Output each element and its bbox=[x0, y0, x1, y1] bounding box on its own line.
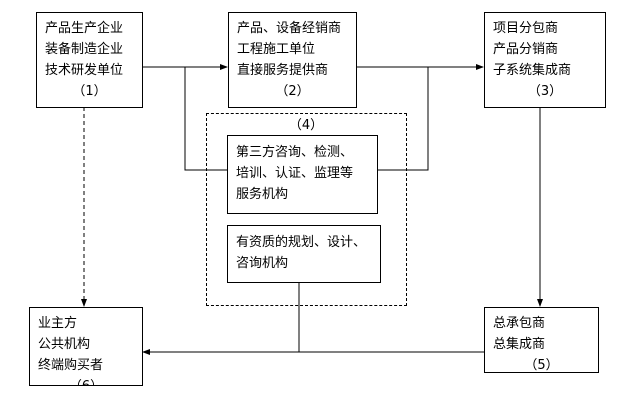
node-text: 服务机构 bbox=[236, 187, 289, 202]
node-text: 工程施工单位 bbox=[237, 42, 316, 57]
node-label: （6） bbox=[38, 376, 142, 385]
node-text: 直接服务提供商 bbox=[237, 63, 329, 78]
node-6: 业主方 公共机构 终端购买者 （6） bbox=[29, 307, 143, 386]
node-3: 项目分包商 产品分销商 子系统集成商 （3） bbox=[484, 12, 606, 108]
group-4-label: （4） bbox=[288, 118, 324, 133]
node-text: 公共机构 bbox=[38, 337, 91, 352]
group-4 bbox=[206, 113, 407, 306]
node-label: （1） bbox=[72, 84, 107, 99]
node-text: 有资质的规划、设计、 bbox=[236, 235, 367, 250]
node-text: 终端购买者 bbox=[38, 358, 104, 373]
node-text: 业主方 bbox=[38, 316, 78, 331]
node-label: （2） bbox=[275, 84, 310, 99]
node-label: （3） bbox=[527, 84, 563, 99]
node-text: 产品生产企业 bbox=[45, 21, 124, 36]
node-text: 咨询机构 bbox=[236, 256, 289, 271]
node-text: 技术研发单位 bbox=[45, 63, 124, 78]
node-text: 子系统集成商 bbox=[493, 63, 572, 78]
node-4a: 第三方咨询、检测、 培训、认证、监理等 服务机构 bbox=[227, 135, 378, 214]
node-text: 总承包商 bbox=[493, 316, 546, 331]
node-text: 项目分包商 bbox=[493, 21, 559, 36]
node-text: 第三方咨询、检测、 bbox=[236, 145, 354, 160]
node-4b: 有资质的规划、设计、 咨询机构 bbox=[227, 225, 381, 283]
node-text: 总集成商 bbox=[493, 337, 546, 352]
edge-2-4 bbox=[377, 67, 429, 171]
node-2: 产品、设备经销商 工程施工单位 直接服务提供商 （2） bbox=[228, 12, 357, 108]
node-text: 装备制造企业 bbox=[45, 42, 124, 57]
node-1: 产品生产企业 装备制造企业 技术研发单位 （1） bbox=[36, 12, 143, 108]
node-label: （5） bbox=[524, 358, 559, 373]
node-text: 产品、设备经销商 bbox=[237, 21, 342, 36]
node-5: 总承包商 总集成商 （5） bbox=[484, 307, 599, 373]
edge-1-4 bbox=[184, 67, 227, 171]
node-text: 产品分销商 bbox=[493, 42, 559, 57]
node-text: 培训、认证、监理等 bbox=[236, 166, 354, 181]
